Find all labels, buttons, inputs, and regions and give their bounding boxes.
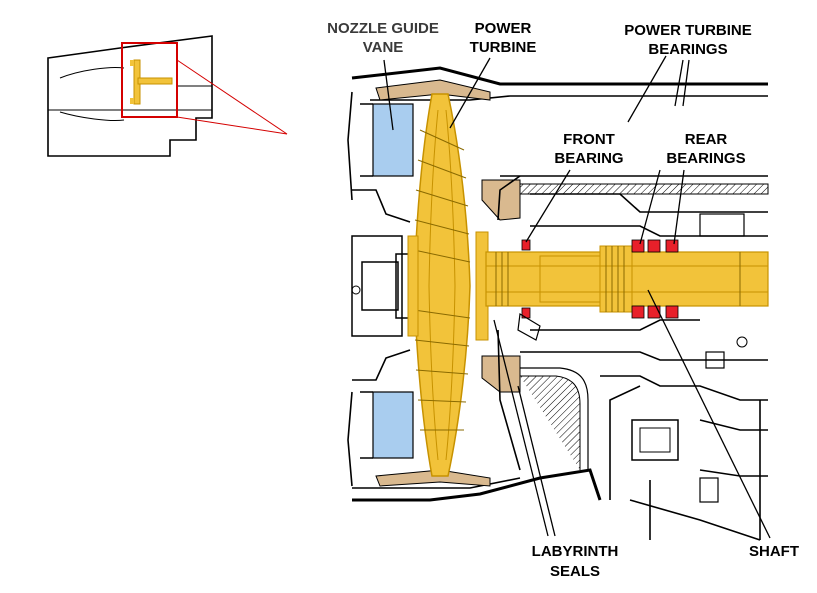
hub-assembly [351,189,411,381]
svg-text:NOZZLE GUIDE: NOZZLE GUIDE [327,20,439,37]
svg-text:REAR: REAR [685,131,728,148]
leader-lines [383,55,771,539]
inset-zoom-line-bottom [176,116,288,135]
inset-highlight-box [121,42,178,118]
svg-text:POWER TURBINE: POWER TURBINE [624,22,752,39]
label-power-turbine: POWER TURBINE [470,20,537,56]
svg-text:POWER: POWER [475,20,532,37]
label-shaft: SHAFT [749,543,799,560]
outer-casing-lower [352,468,602,502]
inset-turbine-shape [130,59,173,105]
nozzle-guide-vane-upper [372,103,414,177]
label-front-bearing: FRONT BEARING [554,131,623,167]
label-rear-bearings: REAR BEARINGS [666,131,745,167]
svg-text:VANE: VANE [363,39,404,56]
outer-casing-upper [351,66,768,86]
svg-text:FRONT: FRONT [563,131,615,148]
svg-text:BEARING: BEARING [554,150,623,167]
bearing-housing [500,175,769,369]
svg-text:TURBINE: TURBINE [470,39,537,56]
shaft [485,245,769,313]
casing-tan-upper [375,79,491,101]
label-labyrinth-seals: LABYRINTH SEALS [532,543,619,580]
svg-text:BEARINGS: BEARINGS [648,41,727,58]
main-cutaway [347,66,769,541]
nozzle-guide-vane-lower [372,391,414,459]
power-turbine-disc [407,93,489,477]
rear-bearings [631,239,679,319]
label-power-turbine-bearings: POWER TURBINE BEARINGS [624,22,752,58]
svg-text:LABYRINTH: LABYRINTH [532,543,619,560]
labyrinth-seals [497,175,589,471]
inset-engine-overview [47,35,288,157]
inset-zoom-line-top [176,59,288,135]
svg-text:SEALS: SEALS [550,563,600,580]
svg-text:BEARINGS: BEARINGS [666,150,745,167]
lower-right-structure [600,375,768,541]
label-nozzle-guide-vane: NOZZLE GUIDE VANE [327,20,439,56]
